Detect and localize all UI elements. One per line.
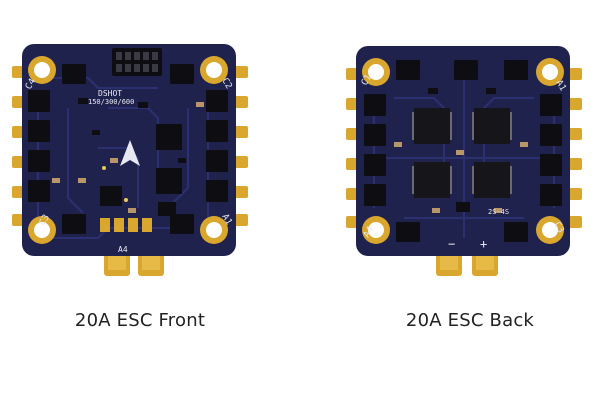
mounting-holes: [362, 58, 564, 244]
silk-a1: A1: [553, 79, 567, 93]
silk-plus: +: [480, 237, 487, 251]
esc-front-photo: DSHOT 150/300/600 C4 C3 C2 A1 A4: [8, 38, 248, 278]
mosfets-right: [454, 60, 562, 242]
motor-pads-right: [568, 68, 582, 228]
silk-dshot-rates: 150/300/600: [88, 98, 134, 106]
mcu-chips: [412, 108, 512, 198]
caption-back: 20A ESC Back: [405, 310, 535, 331]
silk-c4: C4: [24, 77, 38, 91]
silk-a4: A4: [362, 225, 376, 239]
silk-c1: C1: [360, 73, 374, 87]
mosfets-left: [364, 60, 420, 242]
esc-back-board: C1 A1 A4 C3 2S-4S − + C4: [346, 46, 582, 276]
mosfets-right: [170, 64, 228, 234]
signal-header: [112, 48, 162, 76]
silk-a1: A1: [219, 213, 233, 227]
silk-dshot: DSHOT: [98, 89, 122, 98]
caption-front: 20A ESC Front: [74, 310, 206, 331]
silk-c3: C3: [38, 213, 52, 227]
silk-c3: C3: [551, 221, 565, 235]
silk-c2: C2: [219, 77, 233, 91]
silk-voltage: 2S-4S: [488, 208, 509, 216]
capacitors: [394, 142, 528, 213]
mounting-holes: [28, 56, 228, 244]
capacitors: [52, 102, 204, 213]
silk-a4: A4: [118, 245, 128, 254]
logo-mark: [120, 140, 140, 166]
esc-back-photo: C1 A1 A4 C3 2S-4S − + C4: [344, 38, 584, 278]
signal-pads: [100, 218, 152, 232]
esc-front-board: DSHOT 150/300/600 C4 C3 C2 A1 A4: [12, 44, 248, 276]
motor-pads-right: [234, 66, 248, 226]
mosfets-left: [28, 64, 86, 234]
inner-components: [78, 98, 186, 216]
silk-minus: −: [448, 237, 455, 251]
